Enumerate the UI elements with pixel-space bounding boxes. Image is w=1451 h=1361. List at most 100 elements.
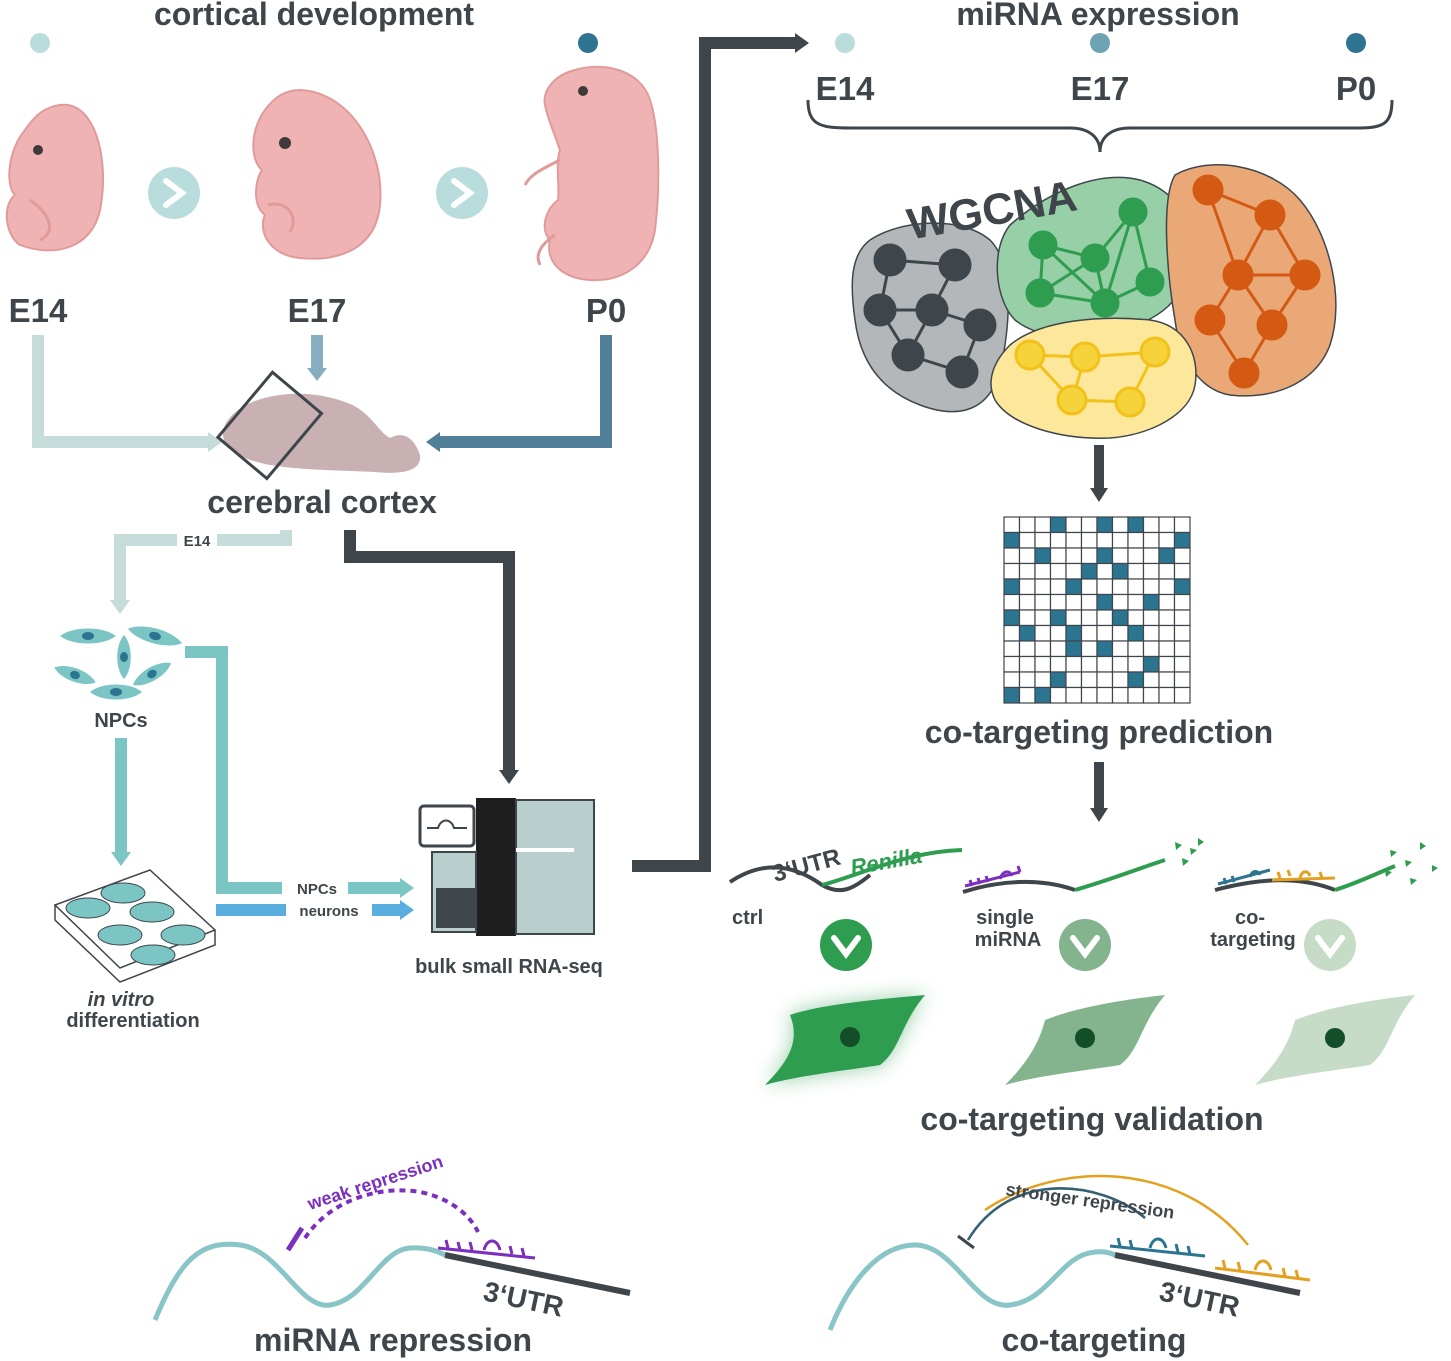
heatmap-cell [1173, 609, 1191, 627]
heatmap-cell [1018, 516, 1036, 534]
heatmap-cell [1111, 655, 1129, 673]
heatmap-cell [1049, 562, 1067, 580]
cortical-development-title: cortical development [154, 0, 474, 32]
heatmap-cell [1080, 562, 1098, 580]
heatmap-cell [1018, 640, 1036, 658]
chevron-down-icon [1304, 919, 1356, 971]
heatmap-cell [1096, 655, 1114, 673]
heatmap-cell [1142, 547, 1160, 565]
heatmap-cell [1049, 624, 1067, 642]
heatmap-cell [1080, 531, 1098, 549]
heatmap-cell [1111, 640, 1129, 658]
co-targeting-schematic [827, 1174, 1311, 1331]
heatmap-cell [1018, 531, 1036, 549]
heatmap-cell [1127, 593, 1145, 611]
heatmap-cell [1127, 531, 1145, 549]
heatmap-cell [1096, 562, 1114, 580]
heatmap-cell [1127, 562, 1145, 580]
heatmap-cell [1142, 671, 1160, 689]
heatmap-cell [1034, 609, 1052, 627]
embryo-e14 [5, 103, 104, 252]
heatmap-cell [1096, 624, 1114, 642]
heatmap-cell [1065, 531, 1083, 549]
heatmap-cell [1127, 578, 1145, 596]
heatmap-cell [1127, 547, 1145, 565]
heatmap-cell [1049, 516, 1067, 534]
heatmap-cell [1018, 686, 1036, 704]
heatmap-cell [1003, 655, 1021, 673]
chevron-down-icon [820, 919, 872, 971]
mirna-repression-label: miRNA repression [254, 1322, 532, 1358]
pup-p0 [523, 65, 660, 282]
mirna-expression-timeline: miRNA expression E14 E17 P0 [806, 0, 1394, 153]
heatmap-cell [1049, 671, 1067, 689]
heatmap-cell [1003, 578, 1021, 596]
npcs-label: NPCs [94, 710, 147, 732]
heatmap-cell [1003, 624, 1021, 642]
npcs-to-differentiation-arrow [111, 738, 131, 866]
heatmap-cell [1173, 531, 1191, 549]
heatmap-cell [1142, 609, 1160, 627]
heatmap-cell [1142, 593, 1160, 611]
heatmap-cell [1049, 686, 1067, 704]
timeline-left-start-dot [30, 33, 50, 53]
heatmap-cell [1142, 562, 1160, 580]
heatmap-cell [1065, 593, 1083, 611]
single-mirna-label-2: miRNA [975, 929, 1042, 951]
embryo-e17 [252, 88, 382, 260]
heatmap-cell [1096, 516, 1114, 534]
heatmap-cell [1111, 624, 1129, 642]
heatmap-cell [1096, 578, 1114, 596]
heatmap-cell [1018, 547, 1036, 565]
heatmap-cell [1111, 593, 1129, 611]
heatmap-cell [1003, 531, 1021, 549]
heatmap-cell [1111, 516, 1129, 534]
heatmap-cell [1080, 547, 1098, 565]
chevron-down-icon [1059, 919, 1111, 971]
heatmap-cell [1080, 624, 1098, 642]
heatmap-cell [1080, 609, 1098, 627]
heatmap-cell [1018, 562, 1036, 580]
sequencer-icon [418, 798, 595, 936]
single-mirna-label-1: single [976, 907, 1034, 929]
heatmap-cell [1142, 655, 1160, 673]
heatmap-cell [1049, 640, 1067, 658]
heatmap-cell [1142, 578, 1160, 596]
heatmap-cell [1034, 655, 1052, 673]
heatmap-cell [1142, 531, 1160, 549]
heatmap-cell [1173, 655, 1191, 673]
stronger-repression-label: stronger repression [1004, 1179, 1175, 1222]
orange-network [1192, 174, 1321, 389]
heatmap-cell [1018, 671, 1036, 689]
green-network [1025, 197, 1165, 318]
heatmap-cell [1034, 516, 1052, 534]
heatmap-cell [1034, 531, 1052, 549]
chevron-circle-1 [148, 167, 200, 219]
weak-repression-label: weak repression [304, 1151, 445, 1214]
heatmap-cell [1096, 593, 1114, 611]
heatmap-cell [1065, 578, 1083, 596]
construct-single-mirna [962, 838, 1204, 894]
heatmap-cell [1158, 686, 1176, 704]
timeline-right-dot-p0 [1346, 33, 1366, 53]
stage-to-brain-arrows [32, 335, 612, 452]
heatmap-cell [1018, 609, 1036, 627]
heatmap-cell [1065, 562, 1083, 580]
e14-branch-label: E14 [184, 533, 211, 550]
heatmap-cell [1111, 562, 1129, 580]
yellow-network [1014, 336, 1171, 418]
heatmap-cell [1127, 640, 1145, 658]
co-targeting-prediction-label: co-targeting prediction [925, 714, 1273, 750]
heatmap-cell [1158, 593, 1176, 611]
heatmap-cell [1158, 516, 1176, 534]
cortex-to-npcs-arrow [110, 530, 292, 614]
heatmap-cell [1080, 593, 1098, 611]
mirna-expression-title: miRNA expression [956, 0, 1239, 32]
heatmap-cell [1034, 593, 1052, 611]
heatmap-cell [1018, 624, 1036, 642]
prediction-to-validation-arrow [1090, 762, 1108, 822]
heatmap-cell [1065, 547, 1083, 565]
heatmap-cell [1096, 609, 1114, 627]
co-targeting-label: co-targeting [1002, 1322, 1187, 1358]
